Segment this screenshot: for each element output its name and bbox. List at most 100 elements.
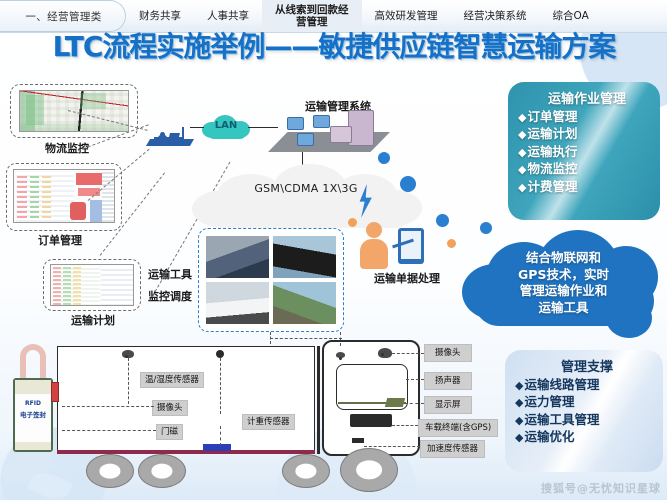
sensor-label-speaker: 扬声器 [424,372,472,390]
truck-wheel [86,454,134,488]
transport-photo-collage [205,235,337,325]
photo-airplane [272,281,337,325]
cloud-callout-line-4: 运输工具 [538,299,589,315]
order-management-screenshot [13,169,115,223]
sensor-leader-line [62,406,154,407]
watermark-text: 搜狐号@无忧知识星球 [541,482,661,495]
sensor-label-onboard-terminal: 车载终端(含GPS) [418,419,499,437]
trailer-camera-icon [122,350,134,358]
panel-mgmt-item[interactable]: 运力管理 [515,394,659,411]
truck-wheel [340,448,398,492]
nav-tab-oa[interactable]: 综合OA [540,0,602,32]
photo-train [205,235,270,279]
panel-mgmt-item[interactable]: 运输优化 [515,429,659,446]
nav-category-chip[interactable]: 一、经营管理类 [0,0,126,32]
rfid-lock-text-line2: 电子签封 [20,411,46,419]
decor-dot [348,218,357,227]
nav-tab-finance[interactable]: 财务共享 [126,0,194,32]
tms-label: 运输管理系统 [305,100,371,113]
nav-tab-hr[interactable]: 人事共享 [194,0,262,32]
sensor-label-accelerometer: 加速度传感器 [420,440,486,458]
logistics-monitor-screenshot [19,90,129,132]
nav-tab-label: 从线索到回款经 营管理 [275,4,349,28]
sensor-leader-line [392,425,418,426]
network-cloud-label: GSM\CDMA 1X\3G [254,182,358,195]
collage-to-truck-connector [270,338,342,339]
sensor-label-camera-right: 摄像头 [424,344,472,362]
truck-cab-dash [338,402,406,404]
panel-transport-operations[interactable]: 运输作业管理 订单管理 运输计划 运输执行 物流监控 计费管理 [508,82,660,220]
label-order-management: 订单管理 [38,234,82,247]
panel-ops-item[interactable]: 订单管理 [518,109,656,126]
label-transport-tool-line1: 运输工具 [148,268,192,281]
sensor-label-weight: 计重传感器 [242,414,295,430]
panel-ops-item[interactable]: 运输计划 [518,126,656,143]
panel-ops-item[interactable]: 物流监控 [518,161,656,178]
truck-trailer-floor [57,450,315,454]
nav-tab-label: 人事共享 [207,10,249,22]
panel-mgmt-item[interactable]: 运输线路管理 [515,377,659,394]
panel-ops-item[interactable]: 运输执行 [518,144,656,161]
photo-ship [272,235,337,279]
sensor-leader-line [406,379,424,380]
sensor-leader-line [220,358,221,414]
decor-dot [480,222,492,234]
lan-server-link-line [248,127,278,129]
tms-monitor-icon [313,115,330,128]
cab-terminal-box [350,414,392,427]
truck-door-magnet-strip [51,382,59,402]
sensor-leader-line [340,332,341,346]
tms-monitor-icon [287,117,304,130]
panel-ops-list: 订单管理 运输计划 运输执行 物流监控 计费管理 [518,109,656,196]
panel-mgmt-title: 管理支撑 [560,360,613,375]
sensor-leader-line [128,358,129,404]
sensor-leader-line [220,426,221,446]
cloud-callout-iot-gps: 结合物联网和 GPS技术，实时 管理运输作业和 运输工具 [460,228,667,340]
sensor-leader-line [404,403,424,404]
lan-cloud-label: LAN [214,120,238,131]
truck-wheel [282,454,330,488]
nav-tab-ltc[interactable]: 从线索到回款经 营管理 [262,0,362,32]
cab-camera-icon-2 [378,348,392,358]
photo-truck [205,281,270,325]
trailer-temp-humidity-sensor [216,350,224,358]
panel-mgmt-item[interactable]: 运输工具管理 [515,412,659,429]
document-handling-person-icon [356,222,392,272]
panel-mgmt-list: 运输线路管理 运力管理 运输工具管理 运输优化 [515,377,659,447]
sensor-leader-line [62,430,156,431]
nav-tab-rd[interactable]: 高效研发管理 [362,0,451,32]
cloud-callout-text: 结合物联网和 GPS技术，实时 管理运输作业和 运输工具 [460,250,667,316]
rfid-lock-text-line1: RFID [25,400,41,407]
sensor-label-display: 显示屏 [424,396,472,414]
decor-dot [436,214,449,227]
lan-cloud-icon [200,114,252,140]
nav-tab-decision[interactable]: 经营决策系统 [451,0,540,32]
cab-accelerometer-sensor [352,438,364,443]
nav-tab-label: 高效研发管理 [374,10,438,22]
document-handling-tablet-icon [392,228,424,264]
operator-desk-icon [145,120,195,146]
label-transport-tool-line2: 监控调度 [148,290,192,303]
decor-dot [378,152,390,164]
lan-link-line [190,127,204,129]
truck-cab-windshield [336,364,408,410]
nav-tab-label: 经营决策系统 [463,10,527,22]
rfid-lock-icon: RFID 电子签封 [12,344,54,456]
cloud-callout-line-3: 管理运输作业和 [519,283,608,298]
trailer-weight-sensor [203,444,231,451]
nav-tab-label: 财务共享 [139,10,181,22]
cloud-callout-line-1: 结合物联网和 [525,250,601,265]
decor-dot [447,239,456,248]
panel-ops-item[interactable]: 计费管理 [518,179,656,196]
tms-monitor-icon [297,133,314,146]
panel-management-support[interactable]: 管理支撑 运输线路管理 运力管理 运输工具管理 运输优化 [505,350,663,472]
label-logistics-monitor: 物流监控 [45,142,89,155]
top-navigation-bar[interactable]: 一、经营管理类 财务共享 人事共享 从线索到回款经 营管理 高效研发管理 经营决… [0,0,667,33]
truck-cab-divider [317,346,320,454]
sensor-leader-line [364,446,420,447]
label-transport-plan: 运输计划 [71,314,115,327]
nav-category-label: 一、经营管理类 [25,10,102,23]
cab-display-screen [384,398,406,407]
sensor-label-temp-humidity: 温/湿度传感器 [140,372,204,388]
